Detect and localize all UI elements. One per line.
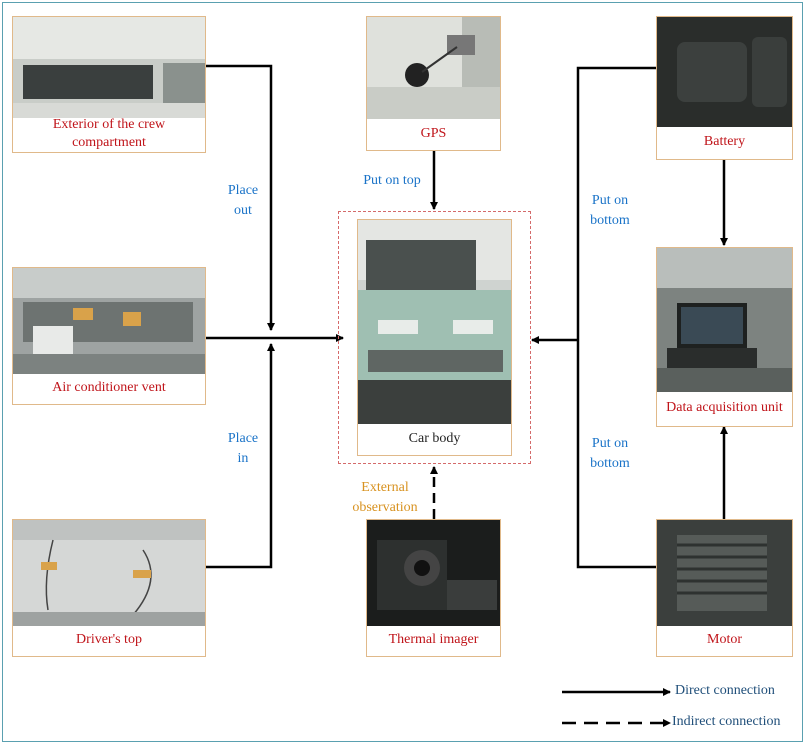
thermal-caption: Thermal imager [388, 632, 479, 647]
air-vent-photo [13, 268, 205, 374]
battery-photo [657, 17, 792, 127]
label-place-in: Place in [227, 431, 259, 466]
panel-gps: GPS [366, 16, 501, 151]
line-battery-branch [576, 66, 656, 569]
driver-top-photo [13, 520, 205, 626]
driver-top-caption: Driver's top [76, 632, 142, 647]
legend-indirect-text: Indirect connection [672, 714, 781, 729]
gps-caption: GPS [420, 125, 447, 141]
gps-photo [367, 17, 500, 119]
thermal-photo [367, 520, 500, 626]
exterior-photo [13, 17, 205, 118]
label-place-out: Place out [227, 183, 259, 218]
air-vent-caption: Air conditioner vent [52, 380, 166, 395]
panel-battery: Battery [656, 16, 793, 160]
panel-daq: Data acquisition unit [656, 247, 793, 427]
line-driver-top [206, 343, 275, 569]
panel-motor: Motor [656, 519, 793, 657]
panel-car-body: Car body [357, 219, 512, 456]
label-external-observation: External observation [352, 480, 418, 515]
motor-caption: Motor [707, 632, 742, 647]
panel-exterior: Exterior of the crew compartment [12, 16, 206, 153]
car-body-dashed-box [338, 211, 531, 464]
panel-driver-top: Driver's top [12, 519, 206, 657]
label-put-on-bottom-lower: Put on bottom [590, 436, 630, 471]
battery-caption: Battery [703, 134, 746, 149]
legend-direct-text: Direct connection [675, 683, 775, 698]
label-put-on-top: Put on top [363, 173, 421, 188]
exterior-caption: Exterior of the crew compartment [52, 117, 166, 150]
motor-photo [657, 520, 792, 626]
panel-thermal: Thermal imager [366, 519, 501, 657]
panel-air-vent: Air conditioner vent [12, 267, 206, 405]
car-body-caption: Car body [408, 430, 461, 446]
label-put-on-bottom-upper: Put on bottom [590, 193, 630, 228]
daq-photo [657, 248, 792, 392]
car-body-photo [358, 220, 511, 424]
daq-caption: Data acquisition unit [666, 400, 783, 415]
line-exterior [206, 64, 275, 331]
